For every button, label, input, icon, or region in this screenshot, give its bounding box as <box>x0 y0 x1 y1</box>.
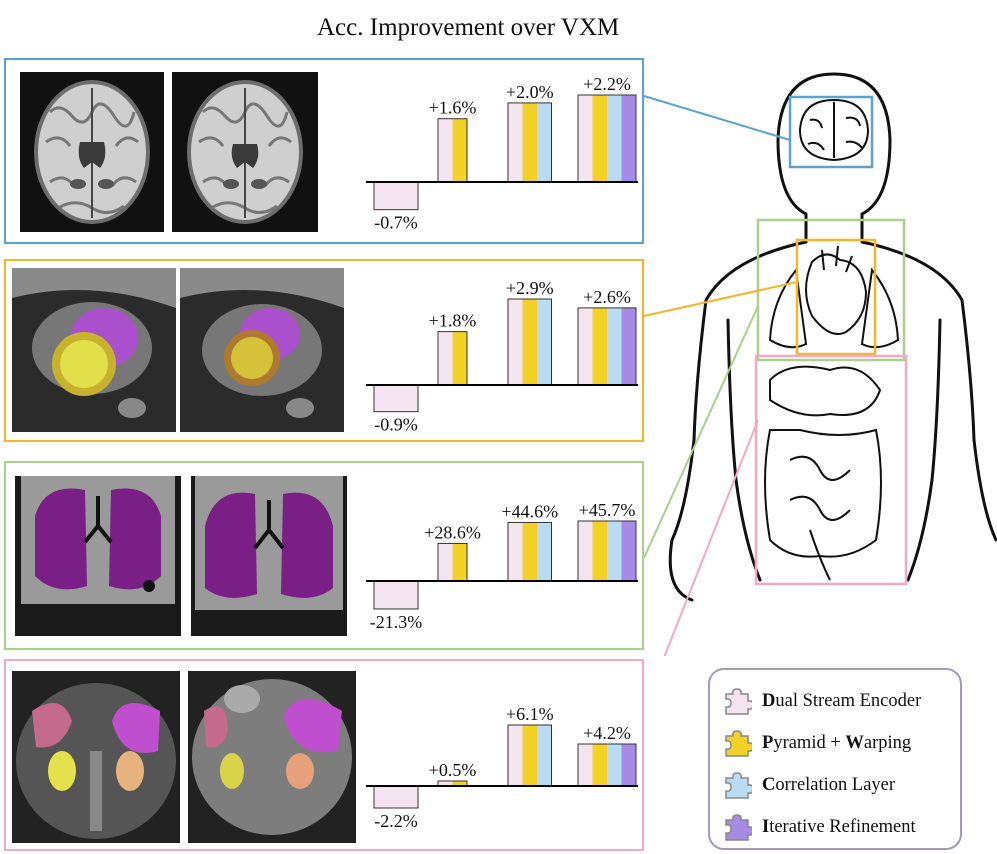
brain-bar-4-dual-segment <box>578 95 593 182</box>
heart-region-box <box>795 238 877 356</box>
lung-bar-3-correlation-segment <box>537 522 552 581</box>
body-outline-diagram <box>643 72 997 656</box>
abdomen-connector-line <box>663 419 759 656</box>
heart-bar-2-label: +1.8% <box>429 311 477 331</box>
lung-bar-2-dual-segment <box>438 543 453 581</box>
puzzle-piece-blue-icon <box>725 772 752 799</box>
lung-ct-fixed-image <box>15 476 181 636</box>
heart-bar-3-pyramid-segment <box>522 299 537 385</box>
lung-bar-2-label: +28.6% <box>424 522 481 542</box>
abdomen-bar-2-pyramid-segment <box>452 781 467 786</box>
human-body-icon <box>668 72 997 602</box>
brain-bar-3-correlation-segment <box>537 102 552 182</box>
heart-bar-3-label: +2.9% <box>506 278 554 298</box>
heart-bar-1-dual-segment <box>374 385 418 412</box>
abdomen-bar-4-iterative-segment <box>621 744 636 786</box>
brain-panel: -0.7% +1.6% +2.0% +2.2% <box>4 58 644 244</box>
heart-bar-1-label: -0.9% <box>374 415 418 435</box>
brain-bar-3-pyramid-segment <box>522 102 537 182</box>
puzzle-piece-pink-icon <box>725 688 752 715</box>
lung-bar-4-correlation-segment <box>607 521 622 581</box>
lung-panel: -21.3% +28.6% +44.6% +45.7% <box>4 461 644 650</box>
lung-connector-line <box>643 305 759 559</box>
brain-bar-3-dual-segment <box>508 102 523 182</box>
brain-bar-chart: -0.7% +1.6% +2.0% +2.2% <box>366 74 638 233</box>
brain-bar-2-pyramid-segment <box>452 118 467 182</box>
abdomen-bar-3-correlation-segment <box>537 725 552 786</box>
abdomen-bar-4-pyramid-segment <box>592 744 607 786</box>
brain-bar-2-label: +1.6% <box>429 98 477 118</box>
abdomen-bar-4-label: +4.2% <box>583 723 631 743</box>
lung-bar-1-dual-segment <box>374 581 418 609</box>
abdomen-bar-2-dual-segment <box>438 781 453 786</box>
abdomen-bar-4-correlation-segment <box>607 744 622 786</box>
brain-bar-3-label: +2.0% <box>506 82 554 102</box>
heart-organ-icon <box>805 245 868 335</box>
cardiac-mri-fixed-image <box>12 268 176 432</box>
intestines-organ-icon <box>764 365 882 581</box>
abdomen-bar-1-label: -2.2% <box>374 811 418 831</box>
brain-organ-icon <box>798 98 870 162</box>
heart-bar-chart: -0.9% +1.8% +2.9% +2.6% <box>366 278 638 435</box>
legend-item-iterative-refinement: Iterative Refinement <box>722 812 916 842</box>
abdomen-mri-fixed-image <box>12 671 180 843</box>
heart-bar-3-correlation-segment <box>537 299 552 385</box>
heart-bar-4-dual-segment <box>578 307 593 385</box>
lung-bar-4-label: +45.7% <box>579 500 636 520</box>
lung-bar-1-label: -21.3% <box>370 612 423 632</box>
lung-bar-4-pyramid-segment <box>592 521 607 581</box>
brain-bar-1-label: -0.7% <box>374 213 418 233</box>
abdomen-bar-2-label: +0.5% <box>429 760 477 780</box>
heart-bar-4-iterative-segment <box>621 307 636 385</box>
lung-bar-3-dual-segment <box>508 522 523 581</box>
abdomen-bar-3-pyramid-segment <box>522 725 537 786</box>
heart-bar-2-pyramid-segment <box>452 331 467 385</box>
abdomen-region-box <box>754 354 908 586</box>
brain-bar-4-label: +2.2% <box>583 74 631 94</box>
brain-bar-4-correlation-segment <box>607 95 622 182</box>
cardiac-mri-moving-image <box>180 268 344 432</box>
abdomen-panel: -2.2% +0.5% +6.1% +4.2% <box>4 659 644 851</box>
heart-bar-2-dual-segment <box>438 331 453 385</box>
abdomen-bar-1-dual-segment <box>374 786 418 808</box>
brain-mri-fixed-image <box>20 72 164 232</box>
lung-bar-3-label: +44.6% <box>501 501 558 521</box>
heart-panel: -0.9% +1.8% +2.9% +2.6% <box>4 259 644 442</box>
abdomen-bar-4-dual-segment <box>578 744 593 786</box>
heart-bar-4-label: +2.6% <box>583 287 631 307</box>
brain-bar-2-dual-segment <box>438 118 453 182</box>
lungs-organ-icon <box>768 267 900 349</box>
legend-item-pyramid-warping: Pyramid + Warping <box>722 728 911 758</box>
abdomen-bar-3-dual-segment <box>508 725 523 786</box>
brain-bar-4-iterative-segment <box>621 95 636 182</box>
legend: Dual Stream Encoder Pyramid + Warping Co… <box>708 668 962 850</box>
brain-region-box <box>788 95 874 169</box>
abdomen-ct-moving-image <box>188 671 356 843</box>
heart-connector-line <box>643 281 798 317</box>
puzzle-piece-yellow-icon <box>725 730 752 757</box>
heart-bar-4-pyramid-segment <box>592 307 607 385</box>
heart-bar-4-correlation-segment <box>607 307 622 385</box>
abdomen-bar-chart: -2.2% +0.5% +6.1% +4.2% <box>366 704 638 831</box>
lung-bar-4-dual-segment <box>578 521 593 581</box>
lung-bar-chart: -21.3% +28.6% +44.6% +45.7% <box>366 500 638 632</box>
abdomen-bar-3-label: +6.1% <box>506 704 554 724</box>
puzzle-piece-purple-icon <box>725 814 752 841</box>
legend-item-dual-stream-encoder: Dual Stream Encoder <box>722 686 921 716</box>
lung-bar-2-pyramid-segment <box>452 543 467 581</box>
brain-mri-moving-image <box>172 72 318 232</box>
brain-connector-line <box>643 95 791 141</box>
heart-bar-3-dual-segment <box>508 299 523 385</box>
legend-item-correlation-layer: Correlation Layer <box>722 770 895 800</box>
figure-title: Acc. Improvement over VXM <box>317 14 620 41</box>
brain-bar-1-dual-segment <box>374 182 418 210</box>
lung-bar-3-pyramid-segment <box>522 522 537 581</box>
lung-bar-4-iterative-segment <box>621 521 636 581</box>
brain-bar-4-pyramid-segment <box>592 95 607 182</box>
lung-ct-moving-image <box>191 476 347 636</box>
